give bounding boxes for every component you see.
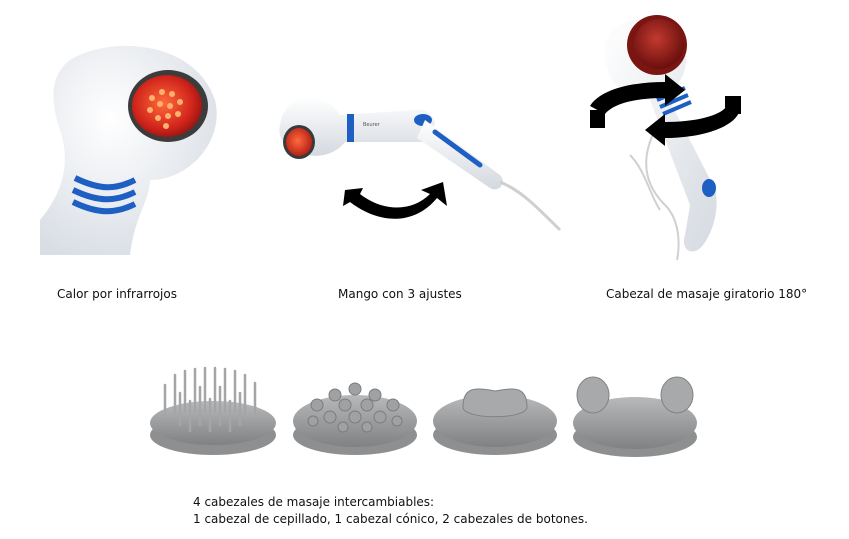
- adjustable-handle-image: Beurer: [275, 90, 565, 240]
- caption-infrared-heat: Calor por infrarrojos: [57, 287, 177, 301]
- rotate-right-arrow-icon: [645, 98, 740, 146]
- caption-rotating-head: Cabezal de masaje giratorio 180°: [606, 287, 808, 301]
- rotate-left-arrow-icon: [590, 74, 685, 114]
- attachments-note: 4 cabezales de masaje intercambiables: 1…: [193, 494, 588, 528]
- rotate-arrow-icon: [343, 182, 447, 219]
- attachments-note-line-2: 1 cabezal de cepillado, 1 cabezal cónico…: [193, 512, 588, 526]
- infrared-heat-image: [40, 40, 230, 255]
- button-attachment-1: [433, 388, 557, 455]
- massage-attachments-image: [145, 365, 705, 460]
- cone-attachment: [293, 382, 417, 455]
- brush-attachment: [150, 366, 276, 455]
- attachments-note-line-1: 4 cabezales de masaje intercambiables:: [193, 495, 435, 509]
- button-attachment-2: [573, 376, 697, 457]
- brand-label: Beurer: [363, 122, 381, 128]
- caption-adjustable-handle: Mango con 3 ajustes: [338, 287, 462, 301]
- rotating-head-image: [585, 10, 745, 265]
